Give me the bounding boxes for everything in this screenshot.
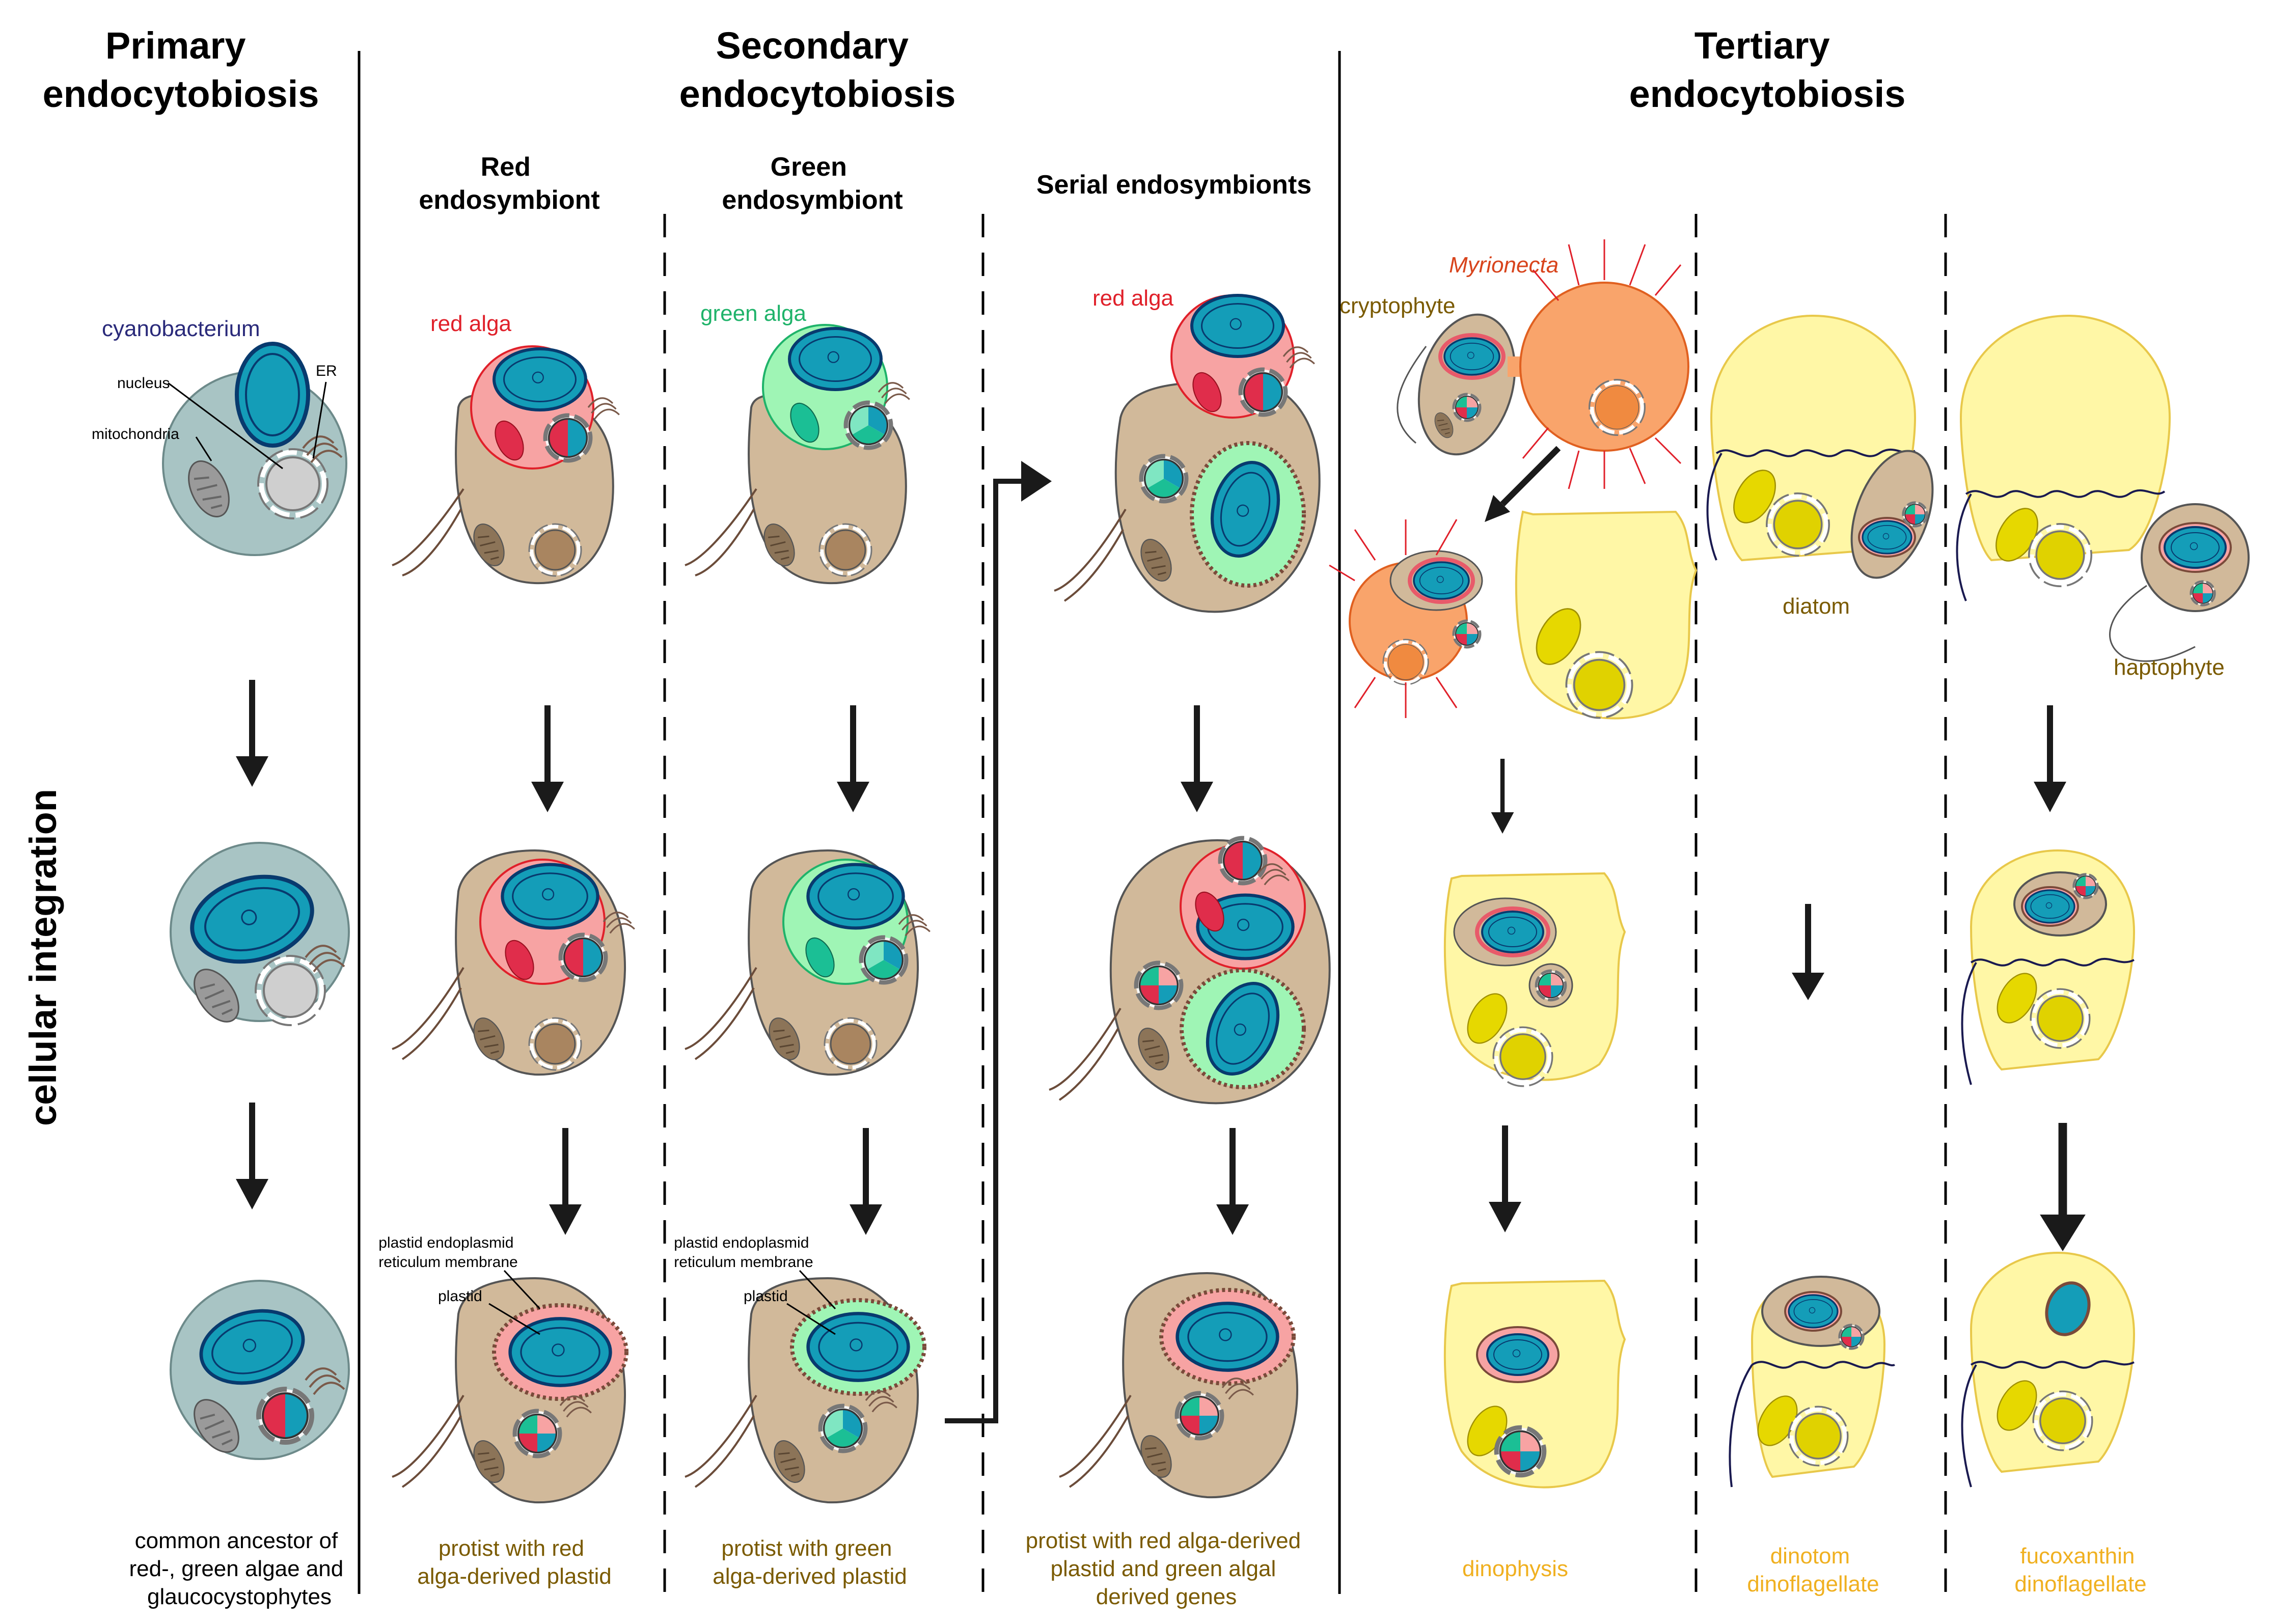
arrow-serial-1 — [1181, 705, 1213, 812]
dinophysis-cell-4 — [1443, 1279, 1626, 1489]
fucoxanthin-cell-3 — [1961, 1251, 2136, 1488]
label-diatom: diatom — [1783, 594, 1850, 619]
heading-secondary: Secondary endocytobiosis — [679, 24, 956, 115]
red-cell-3: plastid endoplasmid reticulum membrane p… — [378, 1234, 628, 1504]
caption-serial: protist with red alga-derived plastid an… — [1026, 1528, 1307, 1609]
arrow-dinophysis-2 — [1489, 1125, 1521, 1232]
connector-arrow — [945, 461, 1052, 1423]
caption-green: protist with green alga-derived plastid — [713, 1536, 907, 1589]
dinophysis-mid — [1329, 510, 1698, 719]
primary-cell-3 — [170, 1280, 350, 1462]
heading-tertiary: Tertiary endocytobiosis — [1629, 24, 1906, 115]
primary-cell-2 — [170, 842, 350, 1031]
arrow-green-2 — [850, 1128, 882, 1235]
green-cell-1: green alga — [685, 301, 911, 585]
label-myrionecta: Myrionecta — [1449, 253, 1559, 278]
side-label: cellular integration — [22, 789, 64, 1126]
dinotom-top: diatom — [1706, 314, 1934, 619]
caption-dinotom: dinotom dinoflagellate — [1747, 1544, 1879, 1597]
label-pm-green: plastid endoplasmid reticulum membrane — [674, 1234, 813, 1271]
arrow-red-2 — [549, 1128, 582, 1235]
label-nucleus: nucleus — [117, 375, 170, 392]
label-cyanobacterium: cyanobacterium — [102, 316, 260, 341]
label-plastid-red: plastid — [438, 1288, 482, 1305]
arrow-serial-2 — [1216, 1128, 1249, 1235]
primary-cell-1: cyanobacterium nucleus ER mitochondria — [92, 316, 347, 556]
dinophysis-cell-3 — [1443, 872, 1626, 1086]
serial-cell-1: red alga — [1054, 286, 1321, 613]
serial-cell-3 — [1059, 1272, 1298, 1499]
caption-red: protist with red alga-derived plastid — [417, 1536, 612, 1589]
green-cell-3: plastid endoplasmid reticulum membrane p… — [674, 1234, 926, 1504]
label-red-alga-1: red alga — [430, 311, 512, 336]
label-pm-red: plastid endoplasmid reticulum membrane — [378, 1234, 518, 1271]
arrow-fucoxanthin-1 — [2034, 705, 2066, 812]
arrow-dinotom-1 — [1792, 904, 1824, 1000]
caption-dinophysis: dinophysis — [1462, 1556, 1568, 1581]
fucoxanthin-top: haptophyte — [1956, 314, 2250, 680]
label-er: ER — [316, 363, 337, 379]
subheading-serial: Serial endosymbionts — [1036, 170, 1311, 200]
arrow-red-1 — [531, 705, 564, 812]
label-mitochondria: mitochondria — [92, 426, 179, 443]
label-red-alga-2: red alga — [1092, 286, 1174, 311]
label-green-alga: green alga — [700, 301, 806, 326]
caption-primary: common ancestor of red-, green algae and… — [129, 1528, 350, 1609]
subheading-green: Green endosymbiont — [722, 152, 903, 215]
arrow-primary-1 — [236, 680, 268, 787]
label-cryptophyte: cryptophyte — [1339, 293, 1455, 318]
subheading-red: Red endosymbiont — [419, 152, 599, 215]
dinotom-cell-3 — [1729, 1276, 1895, 1488]
arrow-fucoxanthin-2 — [2040, 1123, 2086, 1251]
green-cell-2 — [685, 849, 931, 1076]
red-cell-2 — [392, 849, 636, 1076]
red-cell-1: red alga — [392, 311, 620, 585]
label-plastid-green: plastid — [744, 1288, 788, 1305]
label-haptophyte: haptophyte — [2114, 655, 2225, 680]
caption-fucoxanthin: fucoxanthin dinoflagellate — [2014, 1544, 2146, 1597]
arrow-dinophysis-1 — [1491, 759, 1514, 834]
heading-primary: Primary endocytobiosis — [43, 24, 319, 115]
dinophysis-top: Myrionecta cryptophyte — [1339, 239, 1689, 522]
arrow-green-1 — [837, 705, 869, 812]
arrow-primary-2 — [236, 1103, 268, 1209]
fucoxanthin-cell-2 — [1961, 849, 2136, 1085]
serial-cell-2 — [1049, 838, 1331, 1105]
